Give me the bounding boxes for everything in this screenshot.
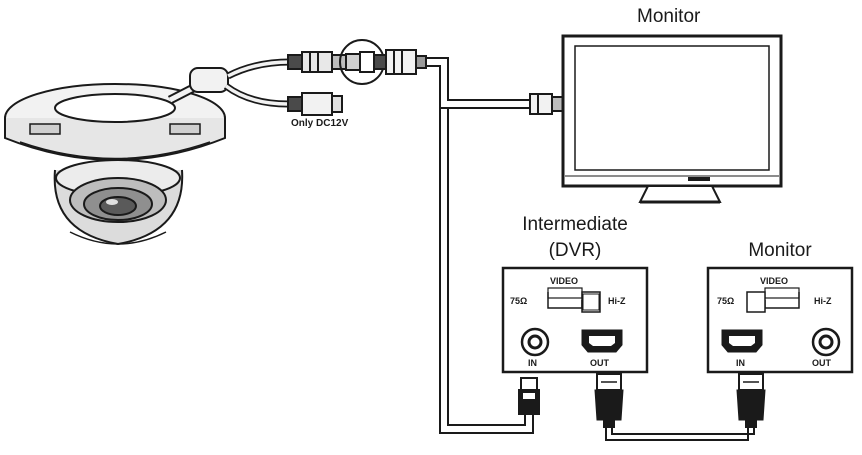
dvr-out-label: OUT xyxy=(590,358,609,368)
monitor-hiz-label: Hi-Z xyxy=(814,296,832,306)
dvr-video-label: VIDEO xyxy=(550,276,579,286)
camera-pigtail xyxy=(167,58,291,108)
dc-power-connector xyxy=(287,92,343,116)
dvr-ohm-label: 75Ω xyxy=(510,296,528,306)
coax-cable xyxy=(426,57,534,434)
bnc-coupler xyxy=(345,49,427,75)
dvr-input-plug xyxy=(518,377,540,415)
hdmi-cable xyxy=(594,373,766,441)
camera-bnc-connector xyxy=(287,51,347,73)
monitor-in-label: IN xyxy=(736,358,745,368)
dvr-in-label: IN xyxy=(528,358,537,368)
monitor-bnc-connector xyxy=(529,93,565,115)
dvr-hiz-label: Hi-Z xyxy=(608,296,626,306)
monitor-out-label: OUT xyxy=(812,358,831,368)
monitor-top-label: Monitor xyxy=(637,6,701,27)
dc-note-label: Only DC12V xyxy=(291,118,349,129)
dvr-label: (DVR) xyxy=(548,240,602,261)
dome-camera xyxy=(4,83,226,246)
monitor-top xyxy=(561,34,783,204)
intermediate-label: Intermediate xyxy=(522,214,628,235)
monitor-ohm-label: 75Ω xyxy=(717,296,735,306)
dvr-panel xyxy=(501,266,649,374)
monitor-video-label: VIDEO xyxy=(760,276,789,286)
monitor-panel xyxy=(706,266,854,374)
monitor-right-label: Monitor xyxy=(748,240,812,261)
